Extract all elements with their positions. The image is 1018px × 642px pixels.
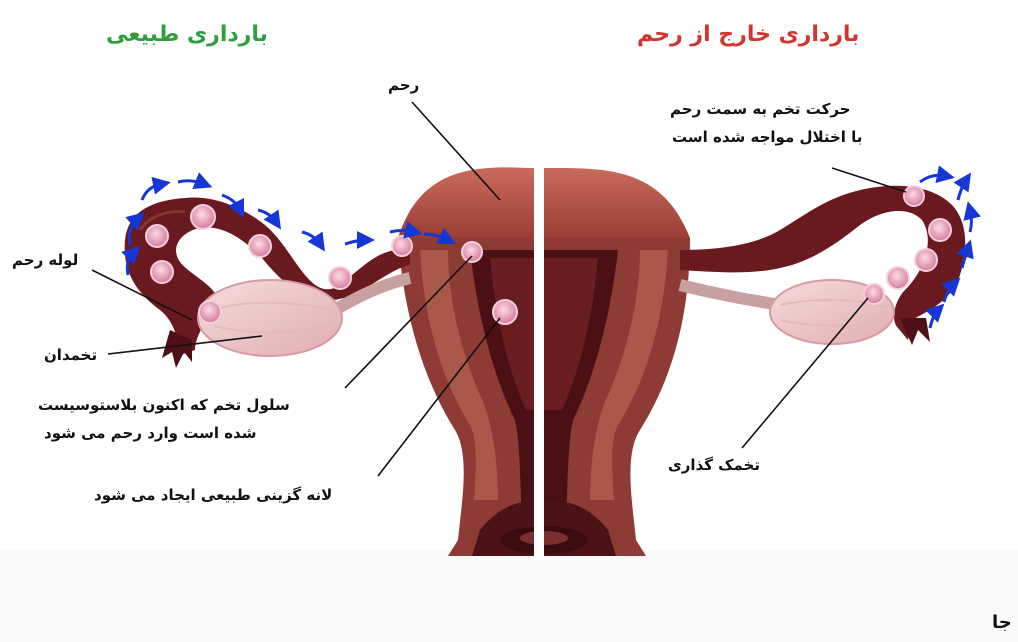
center-divider [534,160,544,560]
blastocyst-label-line2: شده است وارد رحم می شود [44,420,256,446]
movement-label-line1: حرکت تخم به سمت رحم [670,96,850,122]
corner-text: جا [992,610,1012,636]
ectopic-pregnancy-title: بارداری خارج از رحم [637,20,859,50]
ovulation-label: تخمک گذاری [668,452,760,478]
implantation-label: لانه گزینی طبیعی ایجاد می شود [94,482,332,508]
normal-pregnancy-title: بارداری طبیعی [106,20,268,50]
fallopian-tube-label: لوله رحم [12,247,78,273]
ovary-label: تخمدان [44,342,97,368]
blastocyst-label-line1: سلول تخم که اکنون بلاستوسیست [38,392,290,418]
uterus-label: رحم [388,72,419,98]
movement-label-line2: با اختلال مواجه شده است [672,124,862,150]
